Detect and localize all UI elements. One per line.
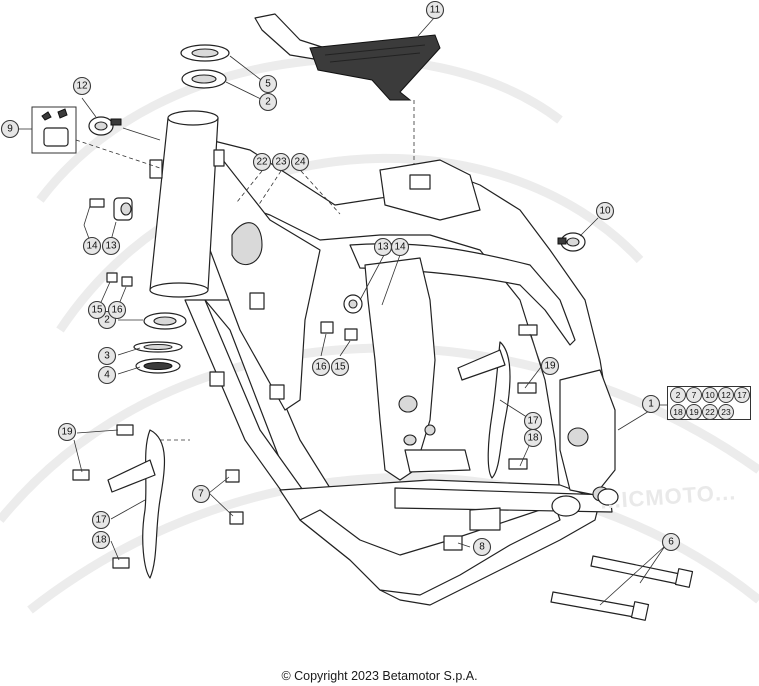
callout-2-label: 2 xyxy=(265,97,271,108)
callout-1-label: 1 xyxy=(648,399,654,410)
steering-head-tube xyxy=(149,110,225,298)
callout-12: 12 xyxy=(72,76,92,96)
kit-item: 12 xyxy=(718,387,734,403)
callout-23-label: 23 xyxy=(275,157,287,168)
callout-18-label: 18 xyxy=(95,535,107,546)
callout-3-label: 3 xyxy=(104,351,110,362)
callout-1: 1 xyxy=(641,394,661,414)
callout-15: 15 xyxy=(330,357,350,377)
callout-18-label: 18 xyxy=(527,433,539,444)
kit-item: 18 xyxy=(670,404,686,420)
callout-2: 2 xyxy=(258,92,278,112)
callout-16: 16 xyxy=(311,357,331,377)
callout-16-label: 16 xyxy=(111,305,123,316)
copyright-notice: © Copyright 2023 Betamotor S.p.A. xyxy=(281,669,478,683)
kit-contents-box: 2 7 10 12 17 18 19 22 23 xyxy=(667,386,751,420)
callout-17: 17 xyxy=(91,510,111,530)
callout-16-label: 16 xyxy=(315,362,327,373)
callout-4-label: 4 xyxy=(104,370,110,381)
callout-22: 22 xyxy=(252,152,272,172)
callout-11: 11 xyxy=(425,0,445,20)
callout-7: 7 xyxy=(191,484,211,504)
callout-19: 19 xyxy=(57,422,77,442)
callout-17-label: 17 xyxy=(95,515,107,526)
kit-item: 19 xyxy=(686,404,702,420)
callout-9-label: 9 xyxy=(7,124,13,135)
callout-15-label: 15 xyxy=(91,305,103,316)
callout-7-label: 7 xyxy=(198,489,204,500)
ignition-kit-9 xyxy=(31,106,77,154)
callout-16: 16 xyxy=(107,300,127,320)
callout-23: 23 xyxy=(271,152,291,172)
callout-24-label: 24 xyxy=(294,157,306,168)
long-bolts-6 xyxy=(550,555,694,621)
callout-8-label: 8 xyxy=(479,542,485,553)
callout-5-label: 5 xyxy=(265,79,271,90)
top-bracket-11 xyxy=(254,13,441,101)
kit-item: 10 xyxy=(702,387,718,403)
callout-13: 13 xyxy=(101,236,121,256)
callout-18: 18 xyxy=(523,428,543,448)
bracket-17-left xyxy=(107,429,165,579)
clamp-12 xyxy=(88,116,122,136)
callout-6: 6 xyxy=(661,532,681,552)
callout-13-label: 13 xyxy=(377,242,389,253)
callout-6-label: 6 xyxy=(668,537,674,548)
callout-24: 24 xyxy=(290,152,310,172)
kit-item: 2 xyxy=(670,387,686,403)
frame-body xyxy=(184,139,619,606)
callout-14-label: 14 xyxy=(86,241,98,252)
callout-17: 17 xyxy=(523,411,543,431)
callout-12-label: 12 xyxy=(76,81,88,92)
callout-5: 5 xyxy=(258,74,278,94)
callout-13: 13 xyxy=(373,237,393,257)
callout-10: 10 xyxy=(595,201,615,221)
steering-bearings xyxy=(133,44,230,374)
kit-item: 22 xyxy=(702,404,718,420)
kit-item: 23 xyxy=(718,404,734,420)
callout-14: 14 xyxy=(390,237,410,257)
callout-2-label: 2 xyxy=(104,315,110,326)
bracket-17-right xyxy=(457,341,511,479)
callout-8: 8 xyxy=(472,537,492,557)
kit-item: 7 xyxy=(686,387,702,403)
clamp-10 xyxy=(557,232,586,252)
callout-9: 9 xyxy=(0,119,20,139)
callout-18: 18 xyxy=(91,530,111,550)
callout-17-label: 17 xyxy=(527,416,539,427)
callout-10-label: 10 xyxy=(599,206,611,217)
callout-4: 4 xyxy=(97,365,117,385)
callout-19-label: 19 xyxy=(544,361,556,372)
callout-22-label: 22 xyxy=(256,157,268,168)
callout-15: 15 xyxy=(87,300,107,320)
callout-11-label: 11 xyxy=(430,5,441,16)
callout-19-label: 19 xyxy=(61,427,73,438)
callout-13-label: 13 xyxy=(105,241,117,252)
callout-14-label: 14 xyxy=(394,242,406,253)
callout-15-label: 15 xyxy=(334,362,346,373)
kit-item: 17 xyxy=(734,387,750,403)
leader-lines xyxy=(19,17,667,606)
callout-19: 19 xyxy=(540,356,560,376)
callout-14: 14 xyxy=(82,236,102,256)
callout-3: 3 xyxy=(97,346,117,366)
fasteners xyxy=(72,197,538,569)
